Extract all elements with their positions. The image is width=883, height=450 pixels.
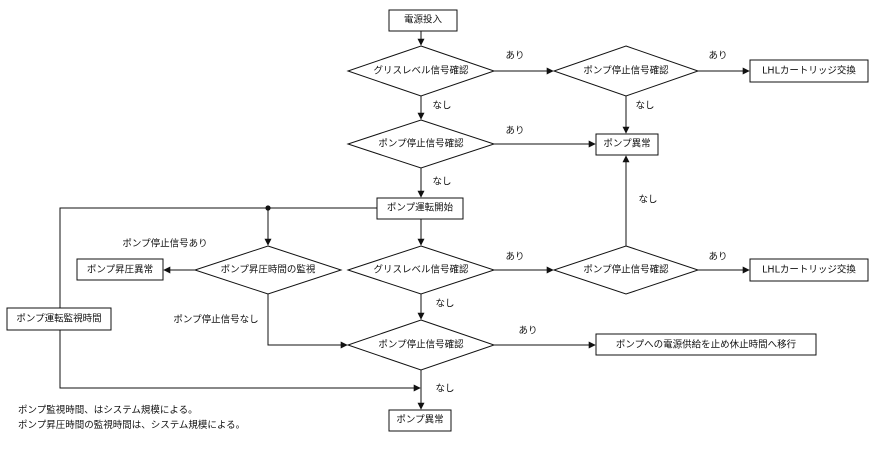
arrow-monitor-time-to-error2 [59, 330, 421, 392]
label-no-grease1: なし [432, 100, 452, 112]
note-line-2: ポンプ昇圧時間の監視時間は、システム規模による。 [18, 420, 246, 431]
pump-error-text-2: ポンプ異常 [396, 414, 444, 426]
pump-stop-check-text-3: ポンプ停止信号確認 [583, 264, 669, 276]
power-on-box [388, 9, 458, 32]
pump-error-box-2 [388, 409, 452, 432]
label-no-stop1: なし [635, 100, 655, 112]
label-no-stop3: なし [638, 194, 658, 206]
pump-error-box-1 [595, 133, 659, 156]
pump-stop-check-diamond-3 [552, 245, 700, 295]
pause-transition-box [595, 333, 817, 356]
run-monitor-time-text: ポンプ運転監視時間 [16, 313, 102, 325]
label-yes-grease2: あり [505, 251, 525, 263]
cartridge-text-2: LHLカートリッジ交換 [762, 264, 856, 276]
label-yes-grease1: あり [505, 50, 525, 62]
label-no-stop4: なし [435, 383, 455, 395]
pressure-error-box [76, 258, 164, 281]
cartridge-box-2 [749, 258, 869, 282]
pump-stop-check-text-2: ポンプ停止信号確認 [378, 138, 464, 150]
pressure-error-text: ポンプ昇圧異常 [86, 264, 154, 276]
run-monitor-time-box [6, 307, 112, 331]
pump-error-text-1: ポンプ異常 [603, 138, 651, 150]
label-yes-stop1: あり [708, 50, 728, 62]
label-no-stop2: なし [432, 176, 452, 188]
pause-transition-text: ポンプへの電源供給を止め休止時間へ移行 [615, 339, 797, 351]
arrow-pressure-to-stop4 [267, 294, 348, 349]
label-yes-stop3: あり [708, 251, 728, 263]
label-stop-signal-no: ポンプ停止信号なし [173, 314, 259, 326]
note-line-1: ポンプ監視時間、はシステム規模による。 [18, 405, 198, 416]
pump-run-start-text: ポンプ運転開始 [386, 202, 454, 214]
label-no-grease2: なし [435, 298, 455, 310]
grease-check-text-1: グリスレベル信号確認 [373, 65, 469, 77]
junction-dot [265, 205, 271, 211]
line-run-start-to-monitor-loop [59, 207, 377, 308]
pressure-monitor-text: ポンプ昇圧時間の監視 [220, 264, 316, 276]
label-stop-signal-yes: ポンプ停止信号あり [122, 238, 208, 250]
grease-check-text-2: グリスレベル信号確認 [373, 264, 469, 276]
pump-stop-check-text-4: ポンプ停止信号確認 [378, 339, 464, 351]
label-yes-stop2: あり [505, 125, 525, 137]
pump-stop-check-text-1: ポンプ停止信号確認 [583, 65, 669, 77]
cartridge-box-1 [749, 59, 869, 83]
label-yes-stop4: あり [518, 325, 538, 337]
cartridge-text-1: LHLカートリッジ交換 [762, 65, 856, 77]
power-on-text: 電源投入 [403, 14, 443, 26]
